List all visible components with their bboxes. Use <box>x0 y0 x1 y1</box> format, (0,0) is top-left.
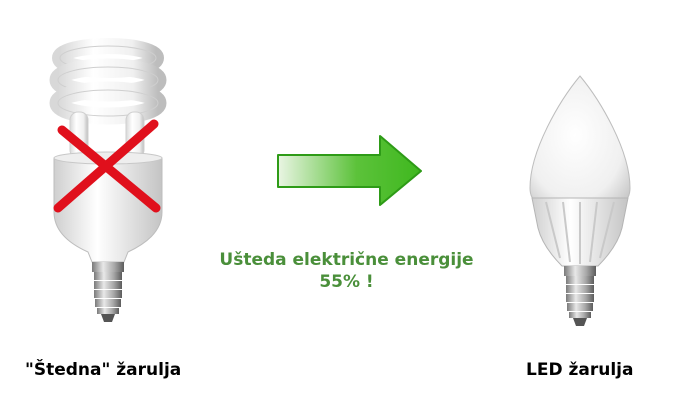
arrow-right-icon <box>277 135 422 206</box>
cfl-bulb-icon <box>49 38 167 322</box>
energy-saving-line-1: Ušteda električne energije <box>219 250 474 270</box>
energy-saving-line-2: 55% ! <box>319 272 374 292</box>
energy-saving-text: Ušteda električne energije 55% ! <box>200 249 493 293</box>
led-bulb-icon <box>529 75 631 326</box>
red-cross-icon <box>53 119 161 213</box>
label-led-bulb: LED žarulja <box>526 360 634 380</box>
label-cfl-bulb: "Štedna" žarulja <box>25 360 182 380</box>
